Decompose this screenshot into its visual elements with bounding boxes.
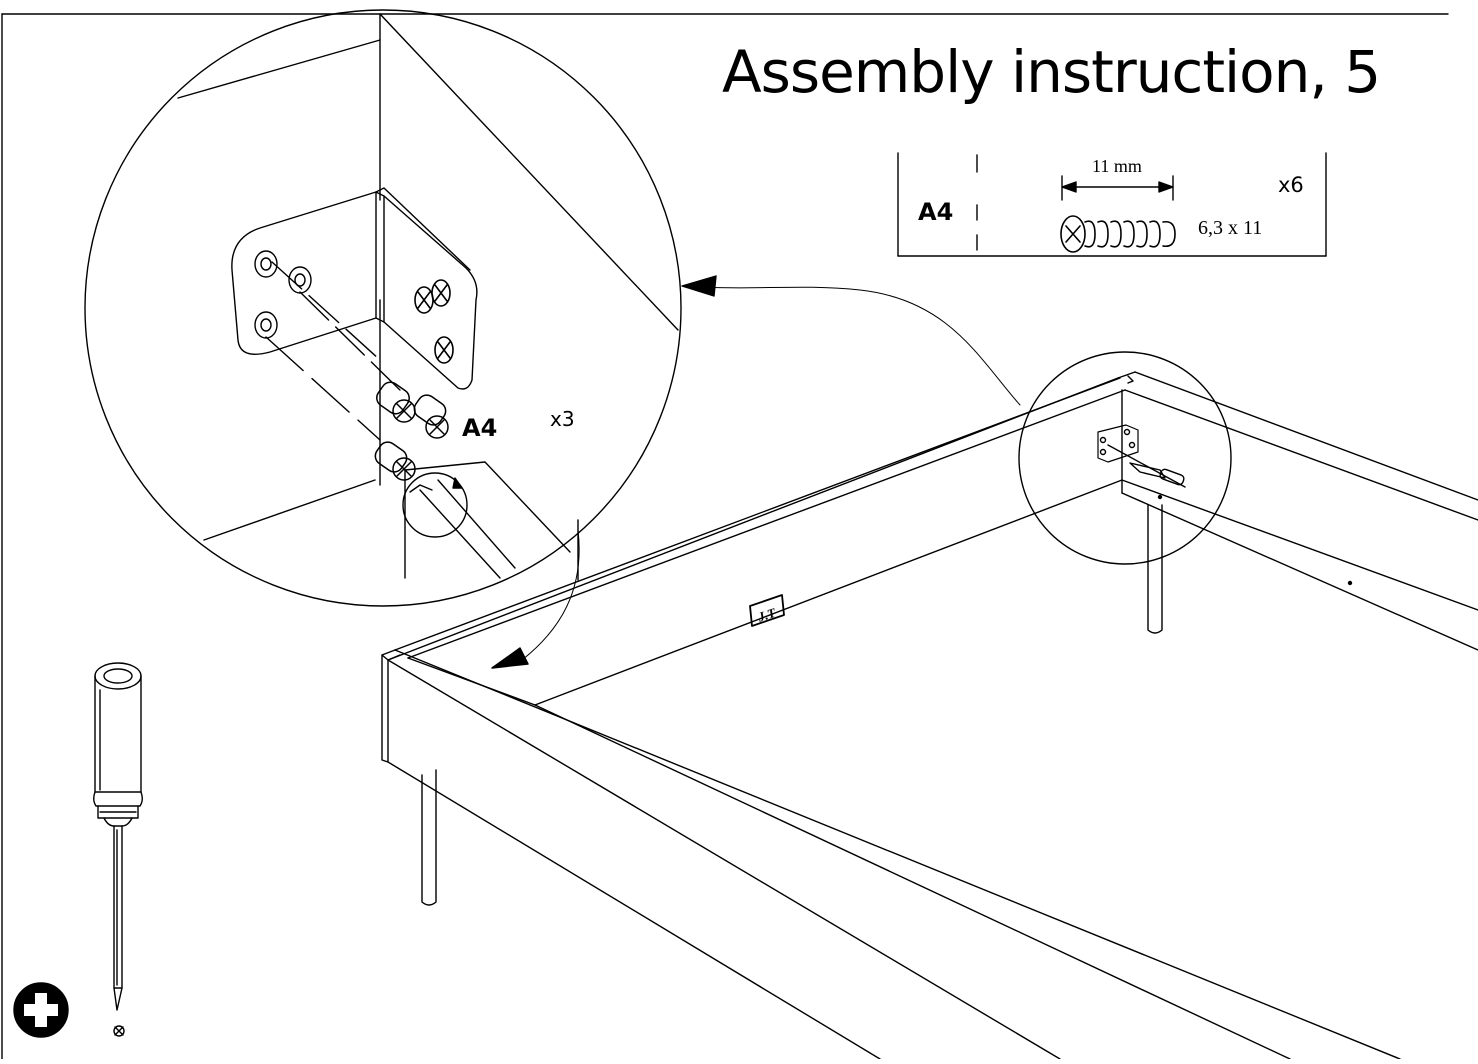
parts-box-length: 11 mm xyxy=(1092,156,1142,176)
parts-box xyxy=(897,152,1327,257)
leader-line xyxy=(699,286,1021,406)
leader-arrow-2 xyxy=(491,647,529,669)
bed-frame xyxy=(381,371,1478,1060)
detail-contents xyxy=(177,13,679,581)
parts-box-dimension: 6,3 x 11 xyxy=(1198,217,1262,239)
page-border xyxy=(1,13,1449,1060)
page-title: Assembly instruction, 5 xyxy=(722,38,1381,106)
leader-arrow xyxy=(681,275,717,297)
parts-box-id: A4 xyxy=(918,198,953,226)
frame-sticker-text: J.T xyxy=(755,605,778,625)
detail-part-label: A4 xyxy=(462,414,497,442)
parts-box-quantity: x6 xyxy=(1278,173,1304,197)
detail-circle xyxy=(84,9,682,607)
frame-sticker xyxy=(749,594,785,627)
leader-line-2 xyxy=(521,529,580,661)
detail-quantity: x3 xyxy=(550,407,575,431)
phillips-screwdriver-icon xyxy=(93,662,143,1037)
corner-zoom-circle xyxy=(1018,351,1232,565)
phillips-head-icon xyxy=(13,982,69,1038)
screw-icon xyxy=(1060,215,1176,253)
